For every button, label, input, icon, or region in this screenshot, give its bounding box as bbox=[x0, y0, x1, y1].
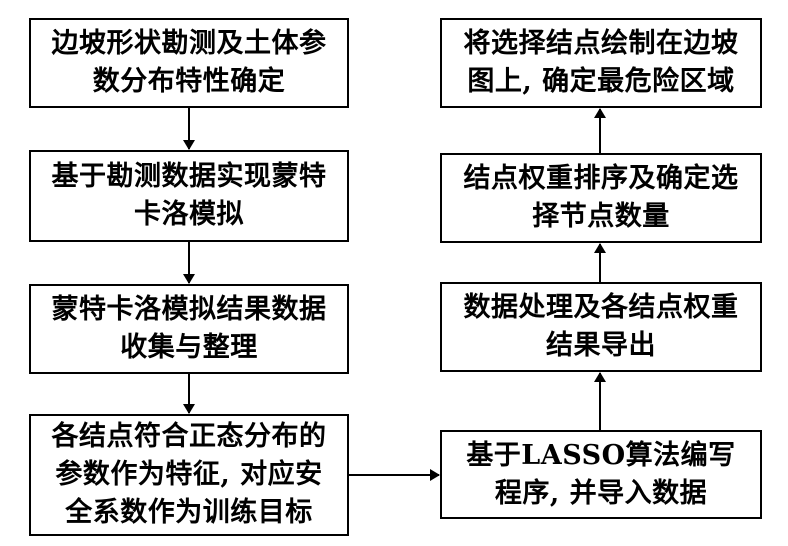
step-6-text: 数据处理及各结点权重 结果导出 bbox=[463, 292, 739, 361]
step-box-1: 边坡形状勘测及土体参 数分布特性确定 bbox=[29, 18, 349, 108]
step-box-6: 数据处理及各结点权重 结果导出 bbox=[440, 282, 762, 372]
step-box-3: 蒙特卡洛模拟结果数据 收集与整理 bbox=[29, 284, 349, 374]
step-box-8: 将选择结点绘制在边坡 图上, 确定最危险区域 bbox=[440, 18, 762, 108]
step-2-text: 基于勘测数据实现蒙特 卡洛模拟 bbox=[51, 161, 327, 230]
step-3-text: 蒙特卡洛模拟结果数据 收集与整理 bbox=[51, 294, 327, 363]
step-5-text: 基于LASSO算法编写 程序, 并导入数据 bbox=[466, 439, 736, 509]
step-box-4: 各结点符合正态分布的 参数作为特征, 对应安 全系数作为训练目标 bbox=[29, 414, 349, 536]
step-7-text: 结点权重排序及确定选 择节点数量 bbox=[463, 163, 739, 232]
step-box-5: 基于LASSO算法编写 程序, 并导入数据 bbox=[440, 430, 762, 519]
step-8-text: 将选择结点绘制在边坡 图上, 确定最危险区域 bbox=[463, 28, 739, 97]
step-4-text: 各结点符合正态分布的 参数作为特征, 对应安 全系数作为训练目标 bbox=[51, 421, 327, 528]
step-1-text: 边坡形状勘测及土体参 数分布特性确定 bbox=[51, 28, 327, 97]
step-box-7: 结点权重排序及确定选 择节点数量 bbox=[440, 153, 762, 243]
step-box-2: 基于勘测数据实现蒙特 卡洛模拟 bbox=[29, 150, 349, 242]
